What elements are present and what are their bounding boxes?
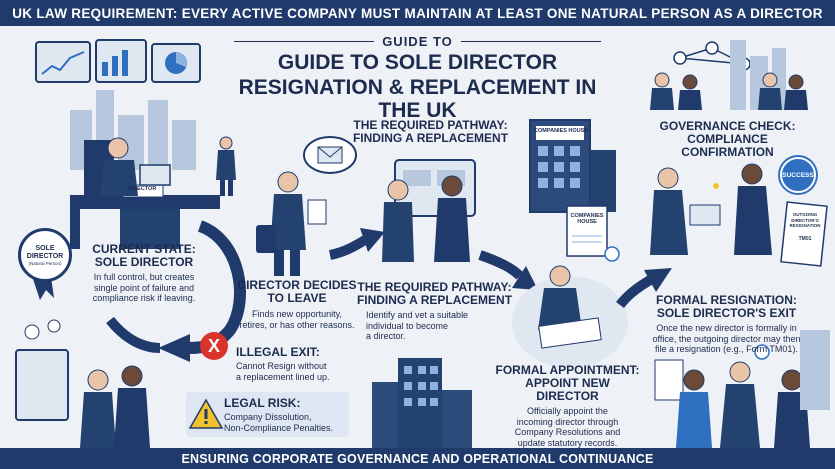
pathway-mid-heading-2: FINDING A REPLACEMENT [356,293,513,307]
form-doc-line-4: TM01 [798,235,812,242]
flow-arrowhead-right-down [512,266,538,290]
appointment-text-1: Officially appoint the [527,406,608,416]
decides-text-2: retires, or has other reasons. [239,319,355,330]
appointment-text-4: update statutory records. [517,437,618,448]
resignation-heading-1: FORMAL RESIGNATION: [656,293,797,307]
current-state-section: CURRENT STATE: SOLE DIRECTOR In full con… [78,243,210,304]
page-title-line-2: RESIGNATION & REPLACEMENT IN THE UK [238,76,597,122]
resignation-text-3: file a resignation (e.g., Form TM01). [655,344,798,354]
current-state-heading-1: CURRENT STATE: [92,242,196,256]
companies-house-sign: COMPANIES HOUSE [534,128,588,134]
legal-risk-text-2: Non-Compliance Penalties. [224,422,334,433]
current-state-heading-2: SOLE DIRECTOR [94,255,194,269]
illegal-exit-text-2: a replacement lined up. [236,371,330,382]
form-doc-line-2: DIRECTOR'S [791,217,819,223]
legal-risk-text-1: Company Dissolution, [224,412,312,422]
success-badge: SUCCESS [780,157,816,193]
warning-icon [188,398,224,429]
companies-house-doc-line-1: COMPANIES [570,213,604,219]
bottom-left-scene [15,319,150,448]
resignation-form-label: OUTGOING DIRECTOR'S RESIGNATION TM01 [786,212,824,243]
email-cloud-illustration [303,136,357,174]
badge-line-3: (Natural Person) [28,260,62,266]
illegal-exit-heading: ILLEGAL EXIT: [236,345,320,359]
title-block: GUIDE TO GUIDE TO SOLE DIRECTOR RESIGNAT… [215,34,620,122]
title-rule-right [460,40,601,43]
person-phone [216,136,236,196]
bottom-buildings [372,358,472,448]
appointment-section: FORMAL APPOINTMENT: APPOINT NEW DIRECTOR… [495,364,640,448]
companies-house-building [529,119,616,213]
pathway-top-heading-1: THE REQUIRED PATHWAY: [353,118,508,132]
appointment-text-3: Company Resolutions and [514,427,621,437]
resignation-text-2: office, the outgoing director may then [652,333,801,344]
appointment-heading-2: APPOINT NEW DIRECTOR [525,376,610,403]
bottom-right-team [654,330,830,448]
signing-illustration [512,265,628,368]
flow-arrowhead-down [158,334,190,362]
legal-risk-section: LEGAL RISK: Company Dissolution, Non-Com… [224,397,349,433]
current-state-text-1: In full control, but creates [93,272,195,282]
desk-nameplate: DIRECTOR [127,186,157,192]
desk-illustration [70,137,220,249]
top-banner: UK LAW REQUIREMENT: EVERY ACTIVE COMPANY… [0,0,835,26]
pathway-mid-heading-1: THE REQUIRED PATHWAY: [357,280,512,294]
title-kicker: GUIDE TO [382,34,453,49]
appointment-text-2: incoming director through [516,416,619,427]
key-handover-illustration [650,163,772,255]
footer-banner: ENSURING CORPORATE GOVERNANCE AND OPERAT… [0,448,835,469]
form-doc-line-3: RESIGNATION [789,223,821,228]
decides-text-1: Finds new opportunity, [252,309,342,319]
sole-director-badge: SOLE DIRECTOR (Natural Person) [18,228,72,282]
companies-house-doc-line-2: HOUSE [577,219,597,225]
flow-arrow-bottom-left [106,316,161,353]
governance-heading-1: GOVERNANCE CHECK: [659,119,796,133]
companies-house-doc-label: COMPANIES HOUSE [568,213,606,225]
companies-house-document [566,205,620,262]
flow-arrow-mid [328,235,368,260]
pathway-top-section: THE REQUIRED PATHWAY: FINDING A REPLACEM… [348,119,513,145]
appointment-heading-1: FORMAL APPOINTMENT: [495,363,640,377]
pathway-mid-text-1: Identify and vet a suitable [366,310,469,320]
illustration-layer [15,39,830,448]
resignation-section: FORMAL RESIGNATION: SOLE DIRECTOR'S EXIT… [624,294,829,355]
governance-section: GOVERNANCE CHECK: COMPLIANCE CONFIRMATIO… [640,120,815,159]
title-rule-left [234,40,375,43]
flow-arrowhead-mid [360,228,385,252]
monitors-illustration [35,39,201,83]
flow-arrow-right-down [478,250,524,280]
pathway-mid-text-2: individual to become [366,320,449,331]
page-title-line-1: GUIDE TO SOLE DIRECTOR [277,51,558,74]
decides-heading-1: DIRECTOR DECIDES [237,278,357,292]
resignation-form-document [780,201,828,267]
form-doc-line-1: OUTGOING [792,212,818,217]
current-state-text-2: single point of failure and [93,282,195,293]
flow-arrow-up-right [616,275,653,309]
illegal-exit-section: ILLEGAL EXIT: Cannot Resign without a re… [236,346,361,382]
badge-line-1: SOLE [35,244,55,252]
flow-arrowhead-up-right [644,268,672,292]
decides-heading-2: TO LEAVE [267,291,327,305]
resignation-heading-2: SOLE DIRECTOR'S EXIT [656,306,797,320]
decides-section: DIRECTOR DECIDES TO LEAVE Finds new oppo… [232,279,362,330]
person-leaving [256,171,327,276]
illegal-exit-text-1: Cannot Resign without [236,361,327,371]
current-state-text-3: compliance risk if leaving. [92,293,196,303]
resignation-text-1: Once the new director is formally in [656,323,797,333]
pathway-top-heading-2: FINDING A REPLACEMENT [352,131,509,145]
badge-line-2: DIRECTOR [26,252,64,260]
pathway-mid-text-3: a director. [366,331,406,341]
governance-heading-2: COMPLIANCE CONFIRMATION [681,132,774,159]
handshake-illustration [382,159,476,262]
illegal-x-icon: X [200,332,228,360]
pathway-mid-section: THE REQUIRED PATHWAY: FINDING A REPLACEM… [352,281,517,342]
legal-risk-heading: LEGAL RISK: [224,396,301,410]
team-illustration [650,72,808,110]
